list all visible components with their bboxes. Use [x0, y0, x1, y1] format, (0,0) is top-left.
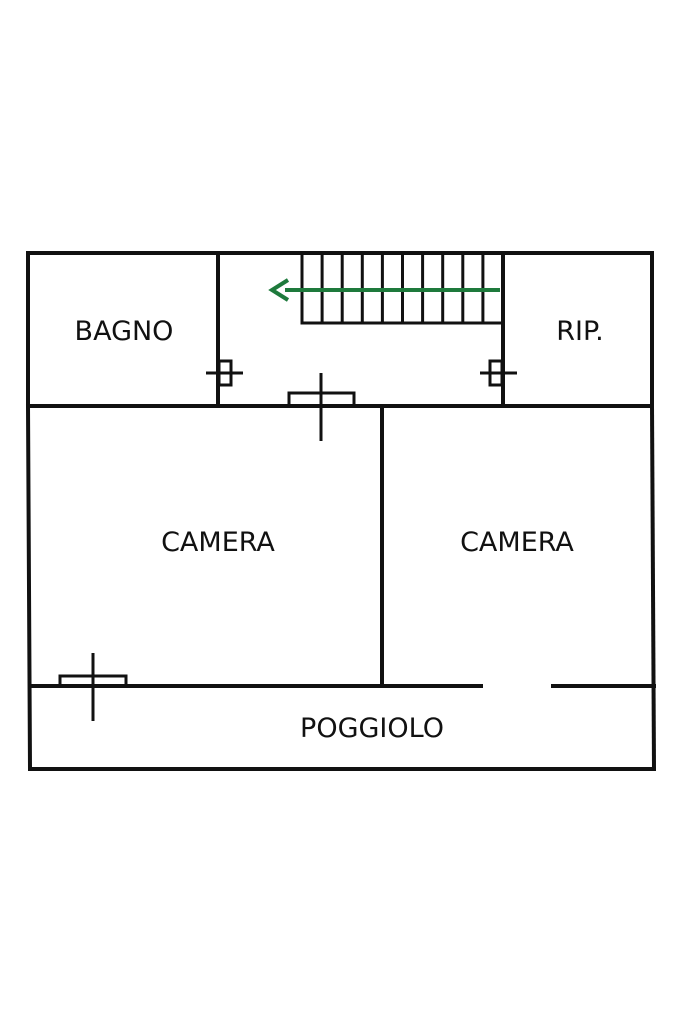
room-label-balcony: POGGIOLO: [300, 713, 444, 744]
door-symbols: [58, 359, 517, 721]
staircase: [268, 251, 505, 325]
room-label-bathroom: BAGNO: [75, 316, 174, 347]
room-label-storage: RIP.: [556, 316, 603, 347]
balcony-door-icon: [58, 653, 128, 721]
bedroom-door-icon: [287, 373, 356, 441]
room-label-bedroom-right: CAMERA: [460, 527, 574, 558]
room-labels: BAGNO RIP. CAMERA CAMERA POGGIOLO: [75, 316, 604, 744]
room-label-bedroom-left: CAMERA: [161, 527, 275, 558]
bathroom-door-icon: [206, 359, 243, 387]
storage-door-icon: [480, 359, 517, 387]
left-wall-lower: [25, 403, 33, 772]
arrow-head-icon: [268, 278, 290, 302]
right-wall-lower: [649, 403, 657, 772]
